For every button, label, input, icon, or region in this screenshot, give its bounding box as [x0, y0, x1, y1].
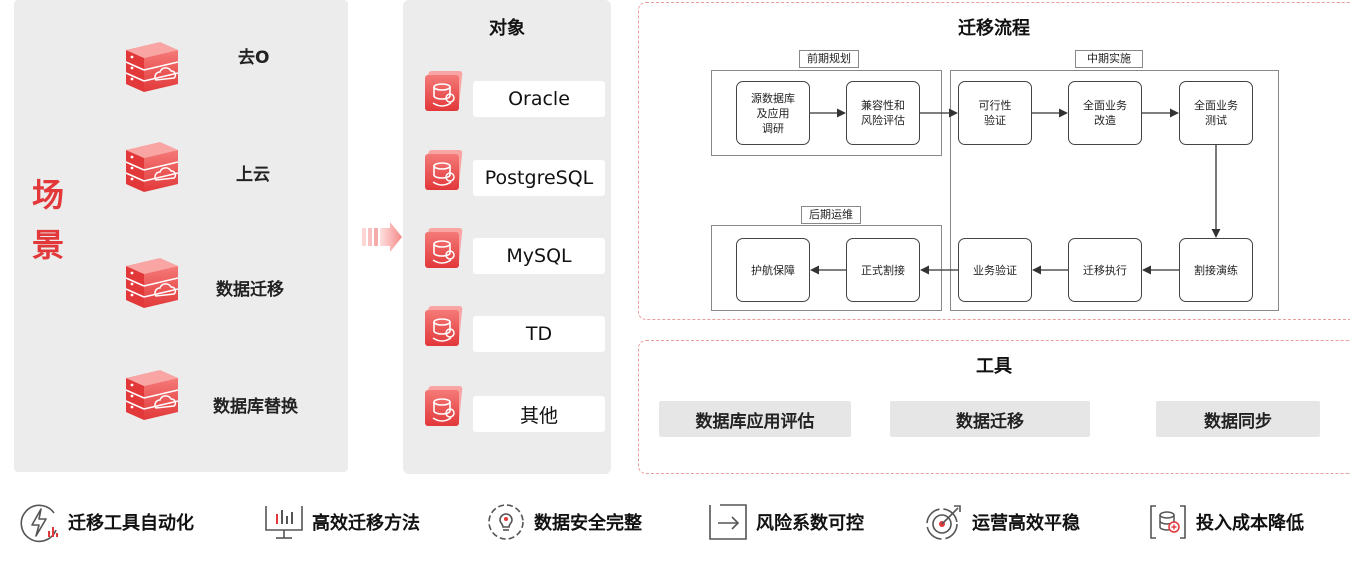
benefit-automation: 迁移工具自动化	[18, 498, 194, 546]
benefit-label: 投入成本降低	[1196, 513, 1304, 534]
target-item-oracle: Oracle	[423, 81, 605, 117]
database-icon	[423, 224, 467, 270]
scenario-item-cloud	[120, 140, 184, 200]
step-text: 全面业务	[1194, 99, 1238, 112]
benefit-cost-reduce: 投入成本降低	[1146, 498, 1304, 546]
server-cloud-icon	[120, 368, 184, 424]
scenario-title: 场景	[31, 176, 64, 264]
target-item-postgresql: PostgreSQL	[423, 160, 605, 196]
step-biz-verify: 业务验证	[958, 238, 1032, 302]
phase-frame-late	[711, 225, 942, 311]
scenario-label: 去O	[238, 48, 270, 68]
cost-database-icon	[1150, 505, 1186, 539]
tools-title: 工具	[976, 356, 1012, 377]
target-label: Oracle	[473, 81, 605, 117]
step-full-refactor: 全面业务 改造	[1068, 81, 1142, 145]
step-full-testing: 全面业务 测试	[1179, 81, 1253, 145]
target-arrow-icon	[926, 505, 961, 540]
scenario-item-db-replace	[120, 368, 184, 428]
benefit-risk-control: 风险系数可控	[706, 498, 864, 546]
flow-arrows	[810, 108, 1221, 275]
step-text: 正式割接	[861, 263, 905, 277]
step-text: 及应用	[756, 106, 790, 120]
step-text: 验证	[984, 114, 1006, 127]
benefit-label: 风险系数可控	[756, 513, 864, 534]
scenario-panel	[14, 0, 348, 472]
benefit-data-security: 数据安全完整	[484, 498, 642, 546]
scenario-item-data-migration	[120, 256, 184, 316]
step-text: 兼容性和	[861, 99, 905, 112]
tool-db-app-assessment: 数据库应用评估	[659, 401, 851, 437]
tool-data-migration: 数据迁移	[890, 401, 1090, 437]
tools-panel	[638, 340, 1350, 474]
step-source-research: 源数据库 及应用 调研	[736, 81, 810, 145]
lightning-gauge-icon	[20, 504, 58, 543]
scenario-item-de-oracle	[120, 40, 184, 100]
step-text: 改造	[1094, 114, 1116, 127]
database-icon	[423, 146, 467, 192]
step-cutover-rehearsal: 割接演练	[1179, 238, 1253, 302]
benefit-efficient-method: 高效迁移方法	[262, 498, 420, 546]
benefit-operation-stable: 运营高效平稳	[922, 498, 1080, 546]
step-text: 风险评估	[861, 114, 905, 127]
step-text: 业务验证	[973, 263, 1017, 277]
bulb-gear-icon	[488, 504, 524, 540]
step-text: 迁移执行	[1083, 263, 1127, 277]
benefit-label: 数据安全完整	[534, 513, 642, 534]
step-formal-cutover: 正式割接	[846, 238, 920, 302]
scenario-label: 数据迁移	[216, 280, 284, 300]
benefit-label: 运营高效平稳	[972, 513, 1080, 534]
step-compat-risk: 兼容性和 风险评估	[846, 81, 920, 145]
migration-flow-title: 迁移流程	[958, 18, 1030, 39]
step-escort: 护航保障	[736, 238, 810, 302]
step-migration-exec: 迁移执行	[1068, 238, 1142, 302]
server-cloud-icon	[120, 40, 184, 96]
server-cloud-icon	[120, 140, 184, 196]
target-item-mysql: MySQL	[423, 238, 605, 274]
step-text: 测试	[1205, 114, 1227, 127]
server-cloud-icon	[120, 256, 184, 312]
database-icon	[423, 302, 467, 348]
step-text: 源数据库	[751, 91, 795, 105]
scenario-label: 数据库替换	[213, 397, 298, 417]
phase-tag-middle: 中期实施	[1075, 50, 1143, 68]
target-title: 对象	[489, 18, 525, 39]
tool-data-sync: 数据同步	[1156, 401, 1320, 437]
database-icon	[423, 382, 467, 428]
migration-flow-panel	[638, 2, 1350, 320]
target-item-other: 其他	[423, 396, 605, 432]
phase-tag-late: 后期运维	[801, 206, 861, 224]
step-text: 全面业务	[1083, 99, 1127, 112]
benefit-label: 高效迁移方法	[312, 513, 420, 534]
target-label: TD	[473, 316, 605, 352]
target-label: 其他	[473, 396, 605, 432]
step-text: 割接演练	[1194, 263, 1238, 277]
step-feasibility: 可行性 验证	[958, 81, 1032, 145]
arrow-box-icon	[709, 504, 747, 540]
target-label: MySQL	[473, 238, 605, 274]
benefit-label: 迁移工具自动化	[68, 513, 194, 534]
scenario-label: 上云	[236, 165, 270, 185]
database-icon	[423, 67, 467, 113]
phase-frame-middle	[950, 70, 1279, 311]
step-text: 调研	[762, 121, 784, 135]
phase-tag-early: 前期规划	[799, 50, 859, 68]
right-arrow-icon	[362, 222, 402, 252]
monitor-chart-icon	[265, 506, 303, 539]
step-text: 护航保障	[751, 263, 795, 277]
step-text: 可行性	[978, 99, 1012, 112]
target-item-td: TD	[423, 316, 605, 352]
target-label: PostgreSQL	[473, 160, 605, 196]
